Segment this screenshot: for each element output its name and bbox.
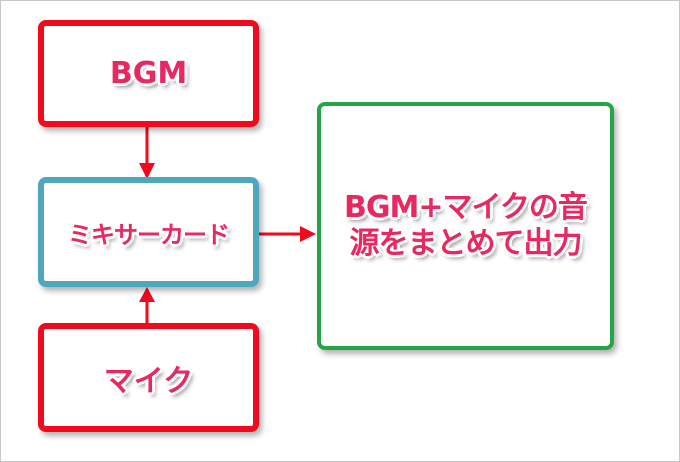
bgm-label: BGM — [109, 56, 188, 91]
arrow-bgm-to-mixer — [139, 127, 155, 179]
arrow-mixer-to-output — [259, 226, 316, 242]
mixer-card-node: ミキサーカード — [38, 177, 259, 287]
mic-node: マイク — [38, 323, 259, 432]
output-label-line2: 源をまとめて出力 — [349, 226, 582, 261]
bgm-node: BGM — [38, 20, 259, 127]
output-label-line1: BGM+マイクの音 — [344, 190, 588, 225]
arrow-mic-to-mixer — [139, 287, 155, 323]
output-node: BGM+マイクの音 源をまとめて出力 — [317, 102, 614, 350]
mic-label: マイク — [103, 363, 194, 399]
output-label: BGM+マイクの音 源をまとめて出力 — [344, 190, 588, 262]
mixer-card-label: ミキサーカード — [68, 220, 230, 249]
